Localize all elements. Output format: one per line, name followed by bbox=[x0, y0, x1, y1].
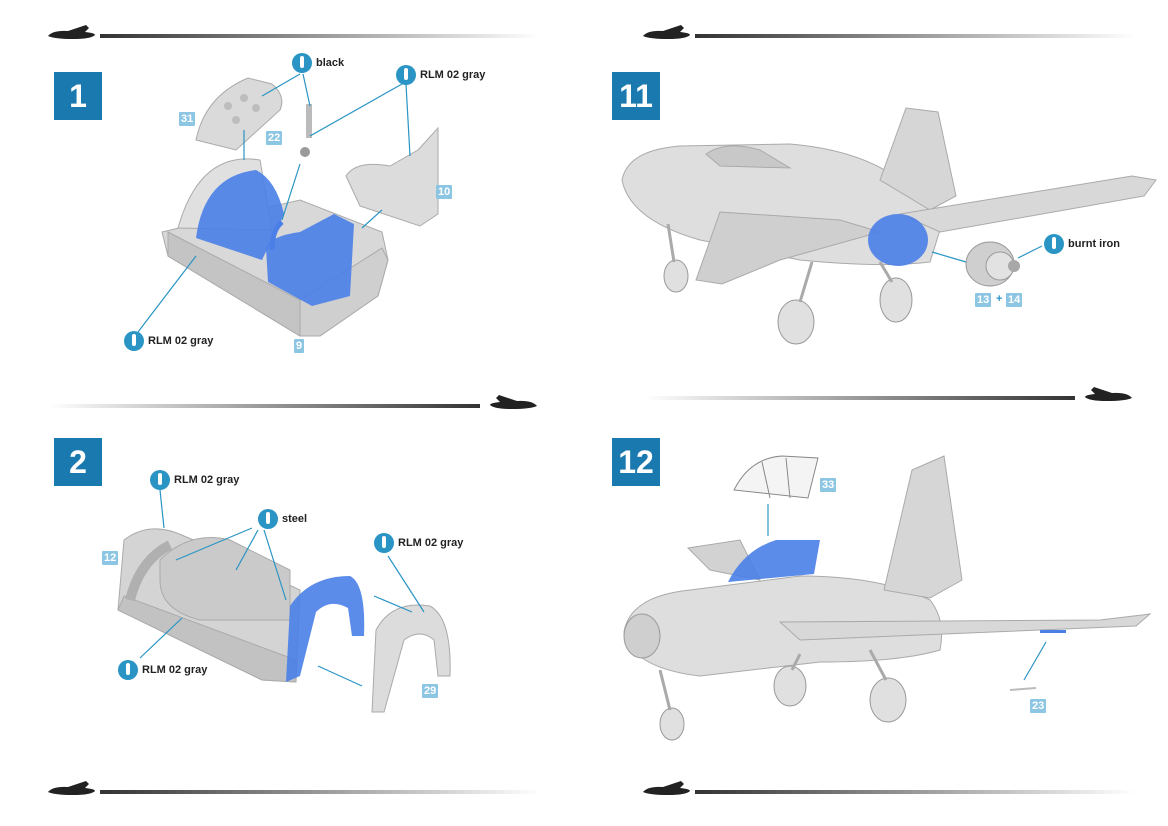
paint-drop-icon bbox=[1044, 234, 1064, 254]
part-number: 29 bbox=[422, 684, 439, 698]
part-number: 33 bbox=[820, 478, 837, 492]
paint-callout-burnt-iron: burnt iron bbox=[1044, 233, 1120, 255]
part-number: 13 bbox=[975, 293, 992, 307]
part-join-plus: + bbox=[996, 293, 1003, 305]
paint-callout-rlm02: RLM 02 gray bbox=[374, 532, 463, 554]
step-number-2: 2 bbox=[54, 438, 102, 486]
plane-icon bbox=[1085, 387, 1132, 401]
part-number: 23 bbox=[1030, 699, 1047, 713]
paint-drop-icon bbox=[374, 533, 394, 553]
paint-callout-rlm02: RLM 02 gray bbox=[396, 64, 485, 86]
paint-callout-rlm02: RLM 02 gray bbox=[118, 659, 207, 681]
part-number: 22 bbox=[266, 131, 283, 145]
part-number: 9 bbox=[294, 339, 305, 353]
paint-drop-icon bbox=[292, 53, 312, 73]
paint-drop-icon bbox=[396, 65, 416, 85]
part-number: 12 bbox=[102, 551, 119, 565]
paint-callout-rlm02: RLM 02 gray bbox=[124, 330, 213, 352]
paint-drop-icon bbox=[118, 660, 138, 680]
plane-icon bbox=[490, 395, 537, 409]
step-number-11: 11 bbox=[612, 72, 660, 120]
plane-icon bbox=[643, 25, 690, 39]
paint-callout-steel: steel bbox=[258, 508, 307, 530]
plane-icon bbox=[48, 781, 95, 795]
paint-drop-icon bbox=[124, 331, 144, 351]
step-number-1: 1 bbox=[54, 72, 102, 120]
paint-drop-icon bbox=[258, 509, 278, 529]
plane-icon bbox=[643, 781, 690, 795]
paint-callout-black: black bbox=[292, 52, 344, 74]
part-number: 14 bbox=[1006, 293, 1023, 307]
plane-icon bbox=[48, 25, 95, 39]
paint-callout-rlm02: RLM 02 gray bbox=[150, 469, 239, 491]
part-number: 10 bbox=[436, 185, 453, 199]
part-number: 31 bbox=[179, 112, 196, 126]
step-number-12: 12 bbox=[612, 438, 660, 486]
paint-drop-icon bbox=[150, 470, 170, 490]
